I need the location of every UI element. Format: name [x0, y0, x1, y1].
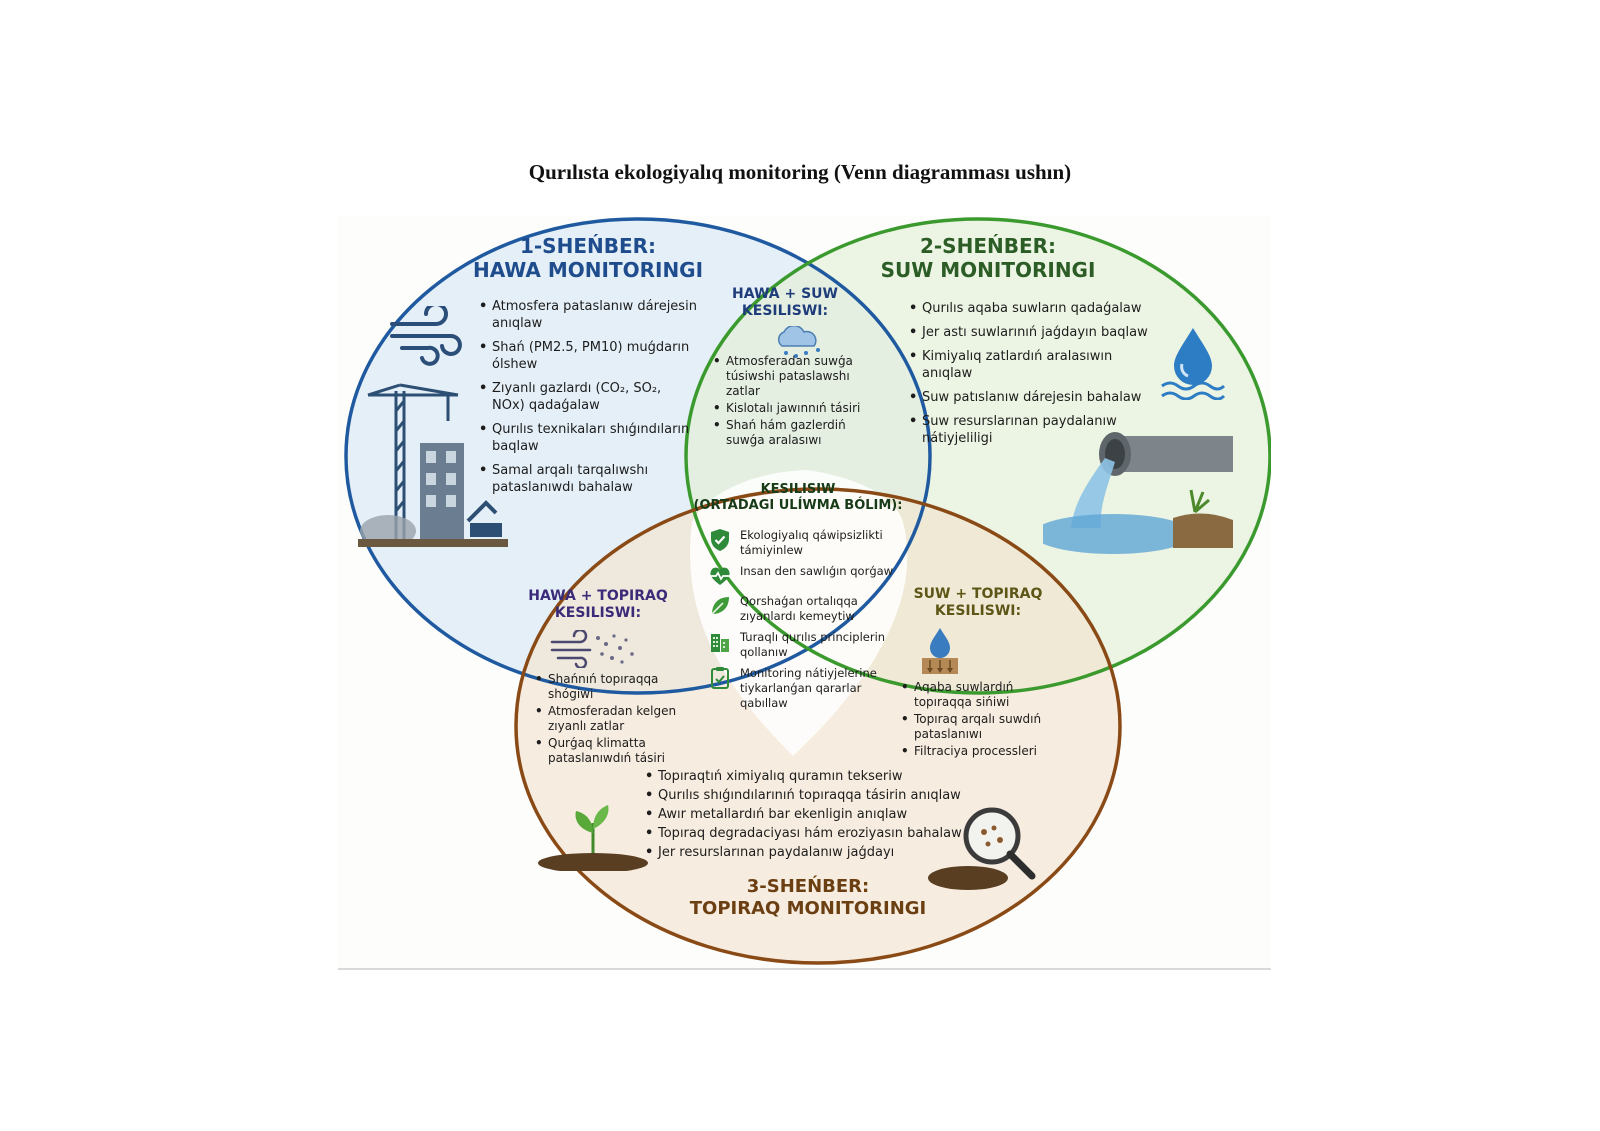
air-circle-title: 1-SHEŃBER: HAWA MONITORINGI — [458, 234, 718, 282]
list-item: Qurılıs texnikaları shıǵındıların baqlaw — [479, 421, 697, 455]
list-item: Kislotalı jawınnıń tásiri — [713, 401, 871, 416]
list-item: Suw patıslanıw dárejesin bahalaw — [909, 389, 1157, 406]
air-soil-list: Shańnıń topıraqqa shógiwi Atmosferadan k… — [534, 672, 698, 768]
green-building-icon — [711, 634, 729, 652]
list-item: Atmosfera pataslanıw dárejesin anıqlaw — [479, 298, 697, 332]
air-water-title-line2: KESILISWI: — [741, 302, 829, 319]
air-water-list: Atmosferadan suwǵa túsiwshi pataslawshı … — [712, 354, 871, 450]
list-item: Aqaba suwlardıń topıraqqa sińiwi — [901, 680, 1074, 710]
list-item: Zıyanlı gazlardı (CO₂, SO₂, NOx) qadaǵal… — [479, 380, 697, 414]
water-soil-title: SUW + TOPIRAQ KESILISWI: — [898, 586, 1058, 620]
water-drop-icon — [1161, 328, 1226, 400]
list-item: Jer astı suwlarınıń jaǵdayın baqlaw — [909, 324, 1157, 341]
water-title-line1: 2-SHEŃBER: — [919, 234, 1057, 258]
soil-list: Topıraqtıń ximiyalıq quramın tekseriw Qu… — [644, 768, 978, 863]
magnifier-icon — [928, 807, 1036, 890]
center-item-text: Insan den sawlıǵın qorǵaw — [740, 564, 894, 578]
water-soil-title-line2: KESILISWI: — [934, 602, 1022, 619]
list-item: Jer resurslarınan paydalanıw jaǵdayı — [645, 844, 978, 861]
list-item: Qorshaǵan ortalıqqa zıyanlardı kemeytiw — [708, 594, 908, 624]
list-item: Qurılıs shıǵındılarınıń topıraqqa tásiri… — [645, 787, 978, 804]
list-item: Atmosferadan suwǵa túsiwshi pataslawshı … — [713, 354, 871, 399]
list-item: Atmosferadan kelgen zıyanlı zatlar — [535, 704, 698, 734]
list-item: Suw resurslarınan paydalanıw nátiyjelili… — [909, 413, 1157, 447]
water-list: Qurılıs aqaba suwların qadaǵalaw Jer ast… — [908, 300, 1157, 454]
leaf-icon — [711, 597, 729, 615]
air-water-title-line1: HAWA + SUW — [732, 286, 838, 302]
center-item-text: Qorshaǵan ortalıqqa zıyanlardı kemeytiw — [740, 594, 858, 623]
list-item: Filtraciya processleri — [901, 744, 1074, 759]
construction-site-icon — [358, 383, 508, 547]
list-item: Awır metallardıń bar ekenligin anıqlaw — [645, 806, 978, 823]
page-title: Qurılısta ekologiyalıq monitoring (Venn … — [528, 160, 1072, 184]
center-title: KESILISIW (ORTADAGI ULÍWMA BÓLIM): — [678, 482, 918, 513]
list-item: Monitoring nátiyjelerine tiykarlanǵan qa… — [708, 666, 908, 711]
water-soil-title-line1: SUW + TOPIRAQ — [913, 586, 1043, 602]
air-soil-title-line1: HAWA + TOPIRAQ — [528, 588, 668, 604]
list-item: Qurılıs aqaba suwların qadaǵalaw — [909, 300, 1157, 317]
center-item-text: Ekologiyalıq qáwipsizlikti támiyinlew — [740, 528, 883, 557]
soil-circle-title: 3-SHEŃBER: TOPIRAQ MONITORINGI — [658, 876, 958, 919]
water-title-line2: SUW MONITORINGI — [880, 258, 1096, 282]
soil-filtration-icon — [922, 628, 958, 674]
shield-check-icon — [711, 529, 729, 551]
air-title-line2: HAWA MONITORINGI — [472, 258, 704, 282]
list-item: Insan den sawlıǵın qorǵaw — [708, 564, 908, 588]
center-title-line1: KESILISIW — [760, 482, 836, 497]
air-title-line1: 1-SHEŃBER: — [519, 234, 657, 258]
list-item: Shańnıń topıraqqa shógiwi — [535, 672, 698, 702]
soil-title-line1: 3-SHEŃBER: — [746, 876, 870, 897]
center-title-line2: (ORTADAGI ULÍWMA BÓLIM): — [693, 497, 903, 513]
list-item: Topıraq arqalı suwdıń pataslanıwı — [901, 712, 1074, 742]
air-soil-title: HAWA + TOPIRAQ KESILISWI: — [518, 588, 678, 622]
air-soil-title-line2: KESILISWI: — [554, 604, 642, 621]
venn-diagram: 1-SHEŃBER: HAWA MONITORINGI Atmosfera pa… — [338, 216, 1271, 970]
wind-icon — [390, 306, 462, 366]
list-item: Samal arqalı tarqalıwshı pataslanıwdı ba… — [479, 462, 697, 496]
list-item: Qurǵaq klimatta pataslanıwdıń tásiri — [535, 736, 698, 766]
water-soil-list: Aqaba suwlardıń topıraqqa sińiwi Topıraq… — [900, 680, 1074, 761]
pipe-discharge-icon — [1043, 432, 1233, 554]
water-circle-title: 2-SHEŃBER: SUW MONITORINGI — [858, 234, 1118, 282]
list-item: Topıraq degradaciyası hám eroziyasın bah… — [645, 825, 978, 842]
list-item: Kimiyalıq zatlardıń aralasıwın anıqlaw — [909, 348, 1157, 382]
center-item-text: Monitoring nátiyjelerine tiykarlanǵan qa… — [740, 666, 877, 710]
center-list: Ekologiyalıq qáwipsizlikti támiyinlew In… — [708, 528, 908, 717]
list-item: Shań (PM2.5, PM10) muǵdarın ólshew — [479, 339, 697, 373]
air-list: Atmosfera pataslanıw dárejesin anıqlaw S… — [478, 298, 697, 503]
air-water-title: HAWA + SUW KESILISWI: — [710, 286, 860, 320]
soil-title-line2: TOPIRAQ MONITORINGI — [689, 897, 927, 919]
sprout-icon — [538, 805, 648, 871]
list-item: Ekologiyalıq qáwipsizlikti támiyinlew — [708, 528, 908, 558]
dust-wind-icon — [550, 630, 634, 668]
center-region — [689, 470, 908, 756]
list-item: Shań hám gazlerdiń suwǵa aralasıwı — [713, 418, 871, 448]
list-item: Turaqlı qurılıs principlerin qollanıw — [708, 630, 908, 660]
list-item: Topıraqtıń ximiyalıq quramın tekseriw — [645, 768, 978, 785]
heart-pulse-icon — [710, 567, 730, 585]
center-item-text: Turaqlı qurılıs principlerin qollanıw — [740, 630, 886, 659]
clipboard-check-icon — [711, 667, 729, 689]
